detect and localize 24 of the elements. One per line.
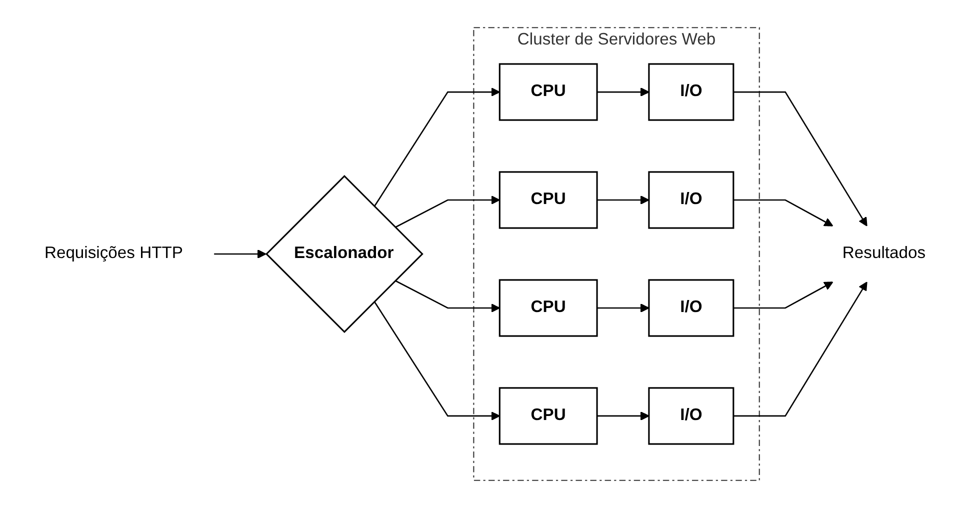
arrow	[214, 249, 266, 259]
node-box: I/O	[648, 171, 734, 229]
arrow	[596, 303, 649, 313]
arrow	[596, 411, 649, 421]
node-box: CPU	[498, 279, 598, 337]
arrow	[373, 301, 500, 421]
arrow	[732, 91, 867, 226]
node-box: I/O	[648, 387, 734, 445]
arrow	[732, 282, 867, 417]
arrow	[732, 282, 833, 309]
arrow	[394, 280, 500, 313]
arrow	[732, 199, 833, 226]
node-text: Resultados	[842, 244, 926, 262]
node-diamond: Escalonador	[264, 175, 423, 333]
node-box: I/O	[648, 63, 734, 121]
node-box: I/O	[648, 279, 734, 337]
arrow	[596, 87, 649, 97]
node-box: CPU	[498, 171, 598, 229]
node-box: CPU	[498, 387, 598, 445]
node-text: Requisições HTTP	[44, 244, 182, 262]
arrow	[596, 195, 649, 205]
node-box: CPU	[498, 63, 598, 121]
arrow	[373, 87, 500, 207]
arrow	[394, 195, 500, 228]
